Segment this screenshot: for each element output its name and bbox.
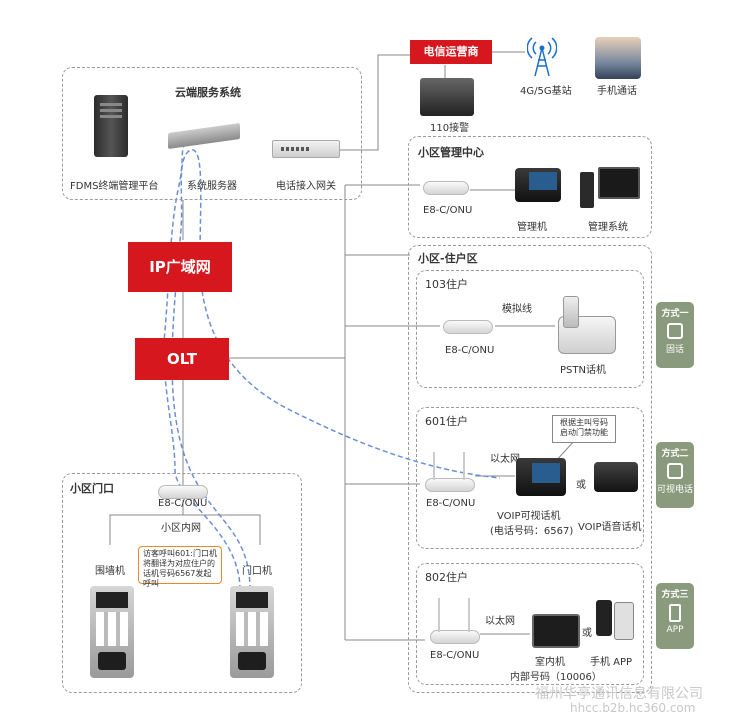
olt-box: OLT (135, 338, 229, 380)
method-1-label: 固话 (665, 345, 684, 355)
unit-601-ethernet-label: 以太网 (490, 454, 520, 465)
base-station-label: 4G/5G基站 (520, 86, 572, 97)
unit-601-antenna-left (433, 452, 435, 480)
manager-label: 管理机 (517, 222, 547, 233)
manager-device-icon (515, 168, 561, 202)
wall-unit-label: 围墙机 (95, 566, 125, 577)
gate-onu-label: E8-C/ONU (158, 498, 208, 509)
voip-video-label: VOIP可视话机 (497, 511, 561, 522)
call-path-dashed (171, 149, 501, 591)
phone-number-label: (电话号码：6567) (490, 526, 574, 537)
video-phone-icon (667, 463, 683, 479)
mobile-user-icon (595, 37, 641, 79)
gate-title: 小区门口 (70, 482, 114, 495)
unit-802-onu-label: E8-C/ONU (430, 650, 480, 661)
method-2-label: 可视电话 (656, 485, 693, 495)
unit-802-onu-icon (430, 630, 480, 644)
voip-video-phone-icon (516, 458, 566, 496)
gateway-icon (272, 140, 340, 158)
unit-802-title: 802住户 (425, 571, 468, 584)
pstn-label: PSTN话机 (560, 365, 606, 376)
voip-audio-phone-icon (594, 462, 638, 492)
unit-601-or-label: 或 (576, 480, 586, 491)
system-label: 管理系统 (588, 222, 628, 233)
unit-103-onu-icon (443, 320, 493, 334)
watermark-url: hhcc.b2b.hc360.com (570, 701, 696, 715)
mgmt-onu-icon (423, 181, 469, 195)
unit-601-onu-icon (425, 478, 475, 492)
mobile-call-label: 手机通话 (597, 86, 637, 97)
method-2-title: 方式二 (661, 449, 689, 459)
method-1-tag: 方式一 固话 (656, 302, 694, 368)
mgmt-title: 小区管理中心 (418, 146, 484, 159)
cloud-title: 云端服务系统 (175, 86, 241, 99)
unit-601-box (416, 407, 644, 549)
telecom-box: 电信运营商 (410, 40, 492, 64)
pc-monitor-icon (598, 167, 640, 199)
indoor-label: 室内机 (535, 657, 565, 668)
fdms-server-icon (94, 95, 128, 157)
mobile-app-label: 手机 APP (590, 657, 633, 668)
voip-audio-label: VOIP语音话机 (578, 522, 642, 533)
pstn-handset-icon (563, 296, 579, 328)
ip-wan-box: IP广域网 (128, 242, 232, 292)
residential-box (408, 245, 652, 693)
fdms-label: FDMS终端管理平台 (70, 181, 159, 192)
mgmt-center-box (408, 136, 652, 238)
unit-601-antenna-right (463, 452, 465, 480)
door-unit-label: 门口机 (242, 566, 272, 577)
pc-tower-icon (580, 172, 594, 208)
method-3-tag: 方式三 APP (656, 583, 694, 649)
indoor-unit-icon (532, 614, 580, 648)
lan-label: 小区内网 (161, 523, 201, 534)
mgmt-onu-label: E8-C/ONU (423, 205, 473, 216)
landline-icon (667, 323, 683, 339)
unit-802-or-label: 或 (582, 628, 592, 639)
door-function-bubble: 根据主叫号码 启动门禁功能 (552, 415, 616, 443)
door-unit-icon (230, 586, 274, 678)
internal-number-label: 内部号码（10006） (510, 672, 602, 683)
gate-box (62, 473, 302, 693)
gateway-telecom-line (335, 54, 410, 151)
gateway-label: 电话接入网关 (276, 181, 336, 192)
phone-app-icon-2 (614, 602, 634, 640)
unit-103-box (416, 270, 644, 388)
gate-lan-line (109, 514, 261, 545)
phone-app-icon-1 (596, 600, 612, 636)
cloud-service-box (62, 67, 362, 200)
visitor-call-bubble: 访客呼叫601:门口机将翻译为对应住户的话机号码6567发起呼叫 (138, 546, 222, 588)
unit-601-onu-label: E8-C/ONU (426, 498, 476, 509)
gate-onu-icon (158, 485, 208, 499)
wall-unit-icon (90, 586, 134, 678)
unit-103-title: 103住户 (425, 278, 468, 291)
method-3-label: APP (666, 625, 684, 635)
unit-802-antenna-left (438, 598, 440, 632)
method-2-tag: 方式二 可视电话 (656, 442, 694, 508)
server-label: 系统服务器 (187, 181, 237, 192)
method-1-title: 方式一 (661, 309, 689, 319)
mobile-app-icon (669, 604, 681, 622)
unit-802-box (416, 563, 644, 685)
police-icon (420, 78, 474, 116)
police-label: 110接警 (430, 123, 470, 134)
base-station-icon (526, 36, 558, 78)
analog-line-label: 模拟线 (502, 304, 532, 315)
method-3-title: 方式三 (661, 590, 689, 600)
unit-802-antenna-right (468, 598, 470, 632)
unit-601-title: 601住户 (425, 415, 468, 428)
unit-802-ethernet-label: 以太网 (485, 616, 515, 627)
residential-title: 小区-住户区 (418, 252, 478, 265)
unit-103-onu-label: E8-C/ONU (445, 345, 495, 356)
watermark-company: 福州华亭通讯信息有限公司 (535, 686, 703, 702)
